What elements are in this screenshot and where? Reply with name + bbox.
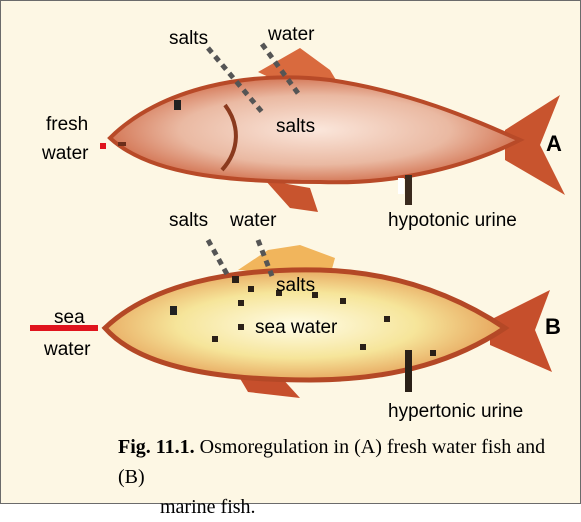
fish-a-mouth-mark [118, 142, 126, 146]
fish-b-sea-label: sea [54, 308, 85, 327]
fish-a-fresh-label: fresh [46, 115, 88, 134]
fish-a-urine-highlight [398, 178, 404, 194]
fish-a-urine-drip [405, 175, 412, 205]
fish-b-salts-arrow [208, 240, 228, 276]
osmoregulation-diagram [0, 0, 581, 504]
fish-b-water-outside-label: water [44, 340, 90, 359]
fish-a-pelvic-fin [265, 180, 318, 212]
fish-b-urine-drip [405, 350, 412, 392]
fish-a-water-outside-label: water [42, 144, 88, 163]
fish-b-salts-label: salts [169, 211, 208, 230]
fish-a-letter: A [546, 133, 562, 155]
fish-b-urine-label: hypertonic urine [388, 402, 523, 421]
fish-b-water-label: water [230, 211, 276, 230]
fish-a [100, 44, 565, 212]
fish-a-body-salts-label: salts [276, 117, 315, 136]
figure-caption: Fig. 11.1. Osmoregulation in (A) fresh w… [118, 432, 570, 522]
fish-b-eye [170, 306, 177, 315]
fish-a-water-intake-mark [100, 143, 106, 149]
fish-a-eye [174, 100, 181, 110]
fish-b-body-salts-label: salts [276, 276, 315, 295]
fish-a-water-label: water [268, 25, 314, 44]
fish-b-letter: B [545, 316, 561, 338]
fish-b-body-seawater-label: sea water [255, 318, 337, 337]
caption-line2: marine fish. [118, 492, 570, 522]
fish-a-urine-label: hypotonic urine [388, 211, 517, 230]
fish-a-salts-label: salts [169, 29, 208, 48]
caption-title: Fig. 11.1. [118, 436, 195, 458]
